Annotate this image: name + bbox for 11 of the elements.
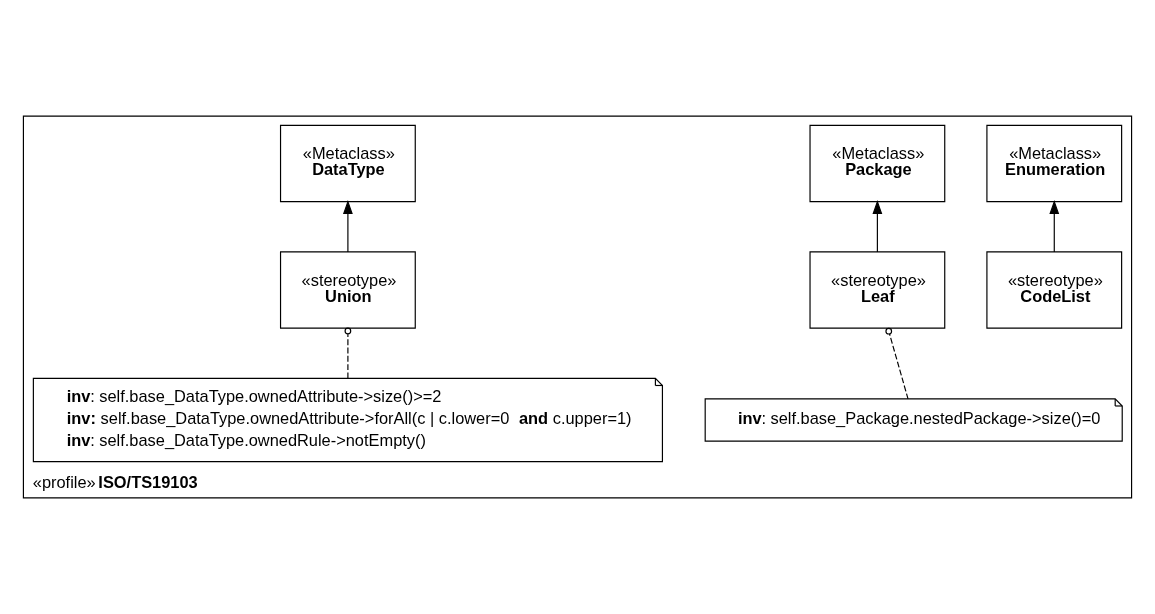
node-box: «Metaclass» Package <box>809 124 946 203</box>
connector <box>344 327 352 379</box>
arrow <box>342 199 353 253</box>
node-box: «stereotype» Leaf <box>809 251 946 329</box>
node-box: «stereotype» Union <box>279 251 416 329</box>
node-box: «Metaclass» Enumeration <box>986 124 1123 203</box>
node-box: «stereotype» CodeList <box>986 251 1123 329</box>
connector <box>885 327 909 400</box>
node-box: «Metaclass» DataType <box>279 124 416 203</box>
arrow <box>1049 199 1060 253</box>
arrow <box>872 199 883 253</box>
